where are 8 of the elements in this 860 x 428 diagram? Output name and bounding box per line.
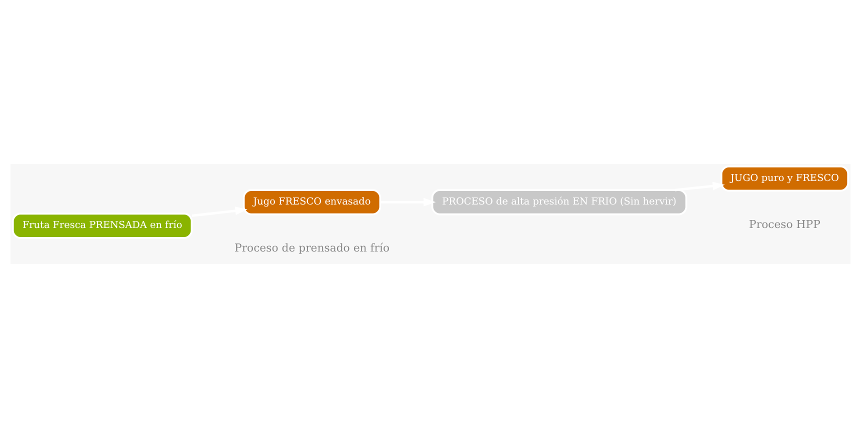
- arrow: [674, 182, 724, 192]
- node-box: Fruta Fresca PRENSADA en frío: [12, 212, 192, 239]
- arrow: [191, 206, 247, 217]
- label: Proceso HPP: [748, 218, 820, 231]
- node-box: Jugo FRESCO envasado: [242, 189, 381, 216]
- label: Proceso de prensado en frío: [234, 242, 390, 255]
- node-box: JUGO puro y FRESCO: [720, 166, 848, 192]
- arrow: [380, 198, 436, 206]
